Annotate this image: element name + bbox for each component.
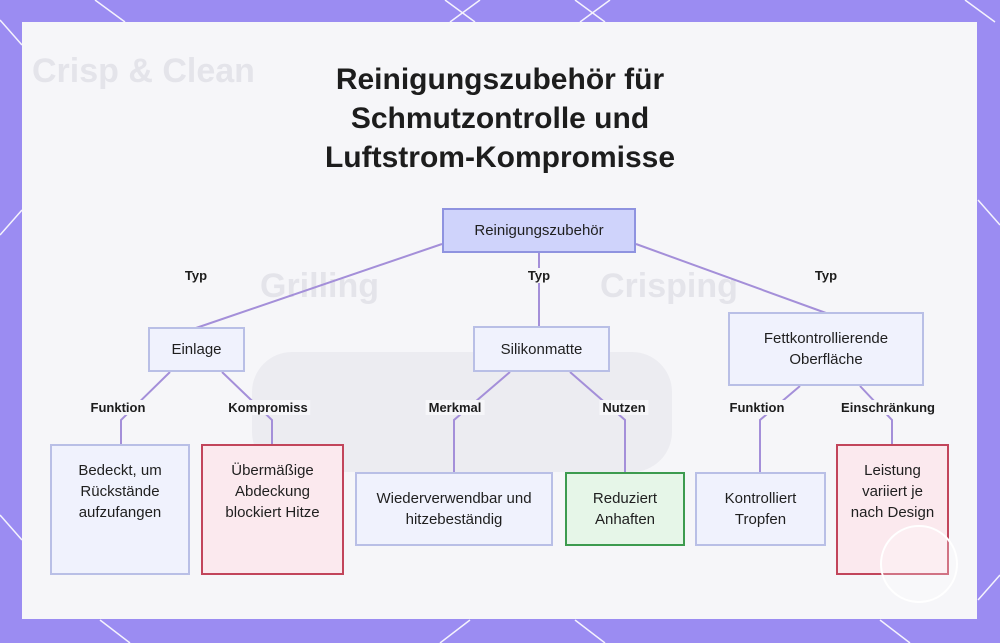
title-line-1: Reinigungszubehör für — [335, 63, 665, 96]
edge-label-funktion-einlage: Funktion — [87, 400, 149, 415]
node-matte-nutzen: Reduziert Anhaften — [565, 472, 685, 546]
edge-matte-nutzen — [569, 371, 626, 473]
edge-einlage-kompromiss — [221, 371, 273, 445]
edge-label-kompromiss: Kompromiss — [225, 400, 311, 415]
edge-einlage-funktion — [120, 371, 171, 445]
watermark-badge — [880, 525, 958, 603]
edge-label-typ-silikonmatte: Typ — [524, 268, 554, 283]
edge-label-funktion-fett: Funktion — [726, 400, 788, 415]
background-text-1: Crisp & Clean — [32, 52, 255, 90]
edge-label-typ-einlage: Typ — [181, 268, 211, 283]
node-einlage: Einlage — [148, 327, 245, 372]
diagram-title: Reinigungszubehör für Schmutzontrolle un… — [0, 60, 1000, 177]
node-matte-merkmal: Wiederverwendbar und hitzebeständig — [355, 472, 553, 546]
node-einlage-funktion: Bedeckt, um Rückstände aufzufangen — [50, 444, 190, 575]
edge-root-einlage — [195, 243, 443, 329]
edge-label-nutzen: Nutzen — [599, 400, 649, 415]
edge-label-merkmal: Merkmal — [425, 400, 485, 415]
node-einlage-kompromiss: Übermäßige Abdeckung blockiert Hitze — [201, 444, 344, 575]
title-line-2: Schmutzontrolle und — [350, 102, 650, 135]
edge-root-fett — [635, 243, 827, 314]
node-silikonmatte: Silikonmatte — [473, 326, 610, 372]
title-line-3: Luftstrom-Kompromisse — [324, 141, 676, 174]
node-fettkontrollierende-oberflaeche: Fettkontrollierende Oberfläche — [728, 312, 924, 386]
edge-fett-einschraenkung — [859, 385, 893, 445]
edge-label-einschraenkung: Einschränkung — [838, 400, 938, 415]
node-fett-funktion: Kontrolliert Tropfen — [695, 472, 826, 546]
node-reinigungszubehoer: Reinigungszubehör — [442, 208, 636, 253]
edge-label-typ-fett: Typ — [811, 268, 841, 283]
edge-matte-merkmal — [453, 371, 511, 473]
edge-fett-funktion — [759, 385, 801, 473]
